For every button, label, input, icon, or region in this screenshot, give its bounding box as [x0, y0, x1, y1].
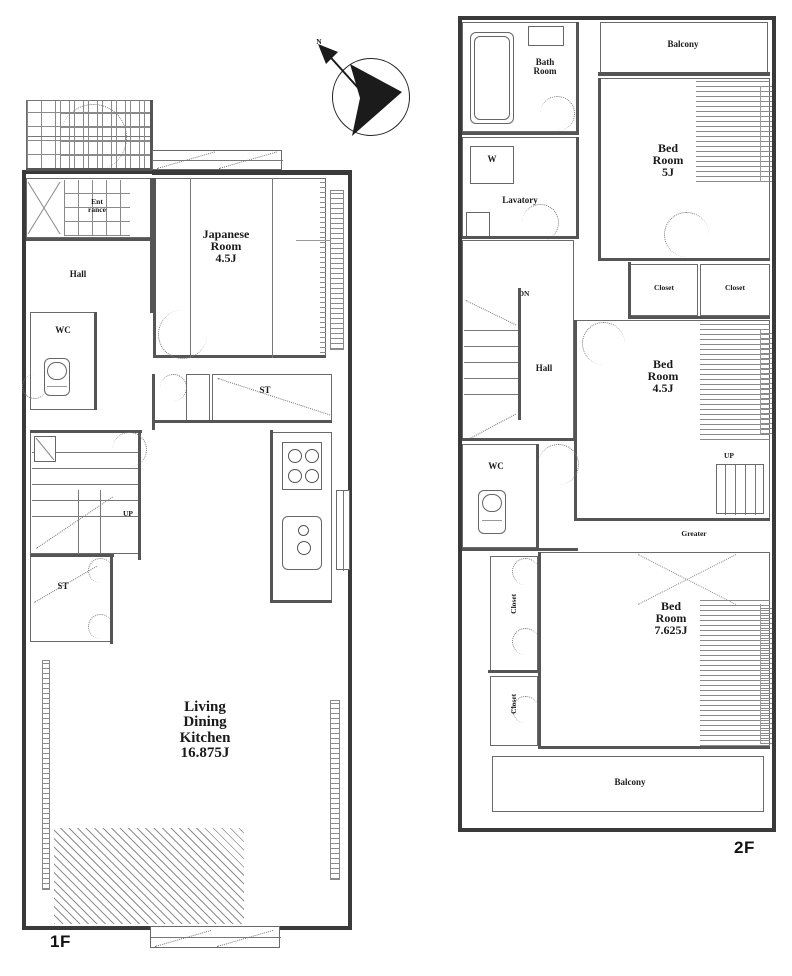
- room-label-japanese: Japanese Room 4.5J: [202, 227, 250, 266]
- room-label-st-1f-b: ST: [57, 581, 69, 591]
- room-label-lavatory-2f: Lavatory: [502, 195, 538, 205]
- room-label-closet-c: Closet: [509, 593, 519, 614]
- bedroom-45j-window-hatch: [700, 320, 770, 440]
- entry-sliding-door: [152, 150, 283, 170]
- room-closet-b-2f: [700, 264, 770, 316]
- closet-small-1f: [186, 374, 210, 422]
- floor-tag-1f: 1F: [50, 932, 71, 951]
- porch-sliding-door-1f: [150, 926, 281, 948]
- room-label-closet-a: Closet: [654, 283, 674, 292]
- marker-up-2f: UP: [724, 451, 734, 460]
- floor-1f-plan: Ent rance Hall WC Japanese Room 4.5J ST: [22, 100, 352, 951]
- washer-fixture: [470, 146, 514, 184]
- room-label-balcony-south: Balcony: [614, 777, 646, 787]
- room-label-bath-2f: Bath Room: [533, 57, 557, 77]
- room-balcony-south-2f: [492, 756, 764, 812]
- bedroom-5j-window-hatch: [696, 78, 770, 182]
- room-label-bedroom-7625j: Bed Room 7.625J: [654, 599, 688, 638]
- floor-2f-plan: Balcony Bath Room W Lavatory Bed Room 5J…: [400, 0, 792, 976]
- deck-hatch-1f: [54, 828, 244, 924]
- sink-fixture: [282, 516, 322, 570]
- room-label-washer: W: [487, 154, 497, 164]
- window-right-1f: [336, 490, 350, 571]
- floor-tag-2f: 2F: [734, 838, 755, 857]
- room-label-wc-2f: WC: [488, 461, 504, 471]
- room-label-hall-1f: Hall: [69, 269, 87, 279]
- room-label-ldk: Living Dining Kitchen 16.875J: [179, 699, 231, 761]
- marker-up-1f: UP: [123, 509, 133, 518]
- room-label-entrance: Ent rance: [88, 197, 106, 214]
- north-label: N: [316, 37, 322, 46]
- north-arrow-icon: N: [316, 38, 412, 138]
- room-label-balcony-north: Balcony: [667, 39, 699, 49]
- stove-fixture: [282, 442, 322, 490]
- attic-stair-2f: [716, 464, 764, 515]
- room-label-bedroom-45j: Bed Room 4.5J: [647, 357, 679, 396]
- room-label-st-1f-a: ST: [259, 385, 271, 395]
- room-label-bedroom-5j: Bed Room 5J: [652, 141, 684, 180]
- room-label-wc-1f: WC: [55, 325, 71, 335]
- bedroom-7625j-window-hatch: [700, 600, 770, 746]
- room-label-closet-b: Closet: [725, 283, 745, 292]
- marker-dn-2f: DN: [518, 289, 530, 298]
- room-label-hall-2f: Hall: [535, 363, 553, 373]
